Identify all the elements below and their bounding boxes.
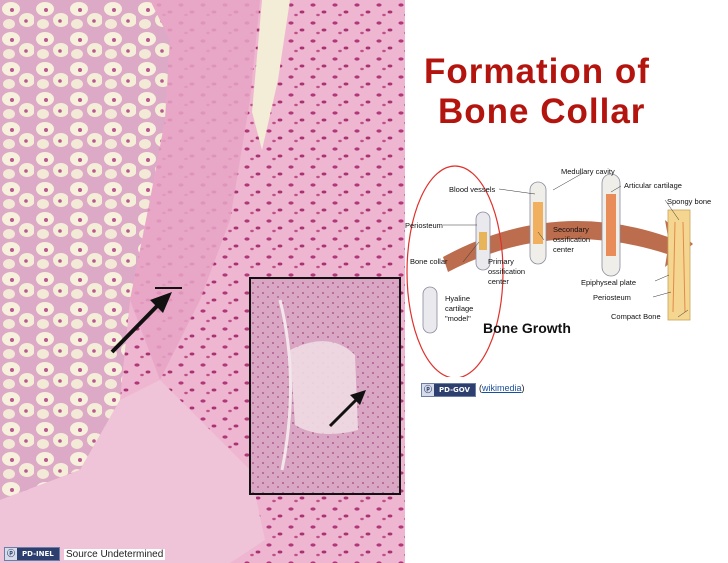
collar-band	[479, 232, 487, 250]
image-credit: (wikimedia)	[479, 383, 525, 393]
label-periosteum: Periosteum	[405, 221, 443, 230]
label-secondary-3: center	[553, 245, 574, 254]
label-bone-collar: Bone collar	[410, 257, 448, 266]
pd-inel-badge: ⓟ PD-INEL	[4, 547, 60, 561]
label-secondary-2: ossification	[553, 235, 590, 244]
label-primary-1: Primary	[488, 257, 514, 266]
hyaline-model-shape	[422, 286, 438, 334]
leader-lines	[443, 172, 689, 318]
label-blood-vessels: Blood vessels	[449, 185, 496, 194]
secondary-marrow	[533, 202, 543, 244]
label-compact: Compact Bone	[611, 312, 661, 321]
label-hyaline-3: "model"	[445, 314, 471, 323]
growth-arrow	[443, 220, 693, 272]
label-periosteum-2: Periosteum	[593, 293, 631, 302]
title-line-2: Bone Collar	[438, 92, 646, 131]
highlight-circle	[406, 165, 504, 377]
slide-title: Formation of Bone Collar	[424, 52, 704, 132]
public-domain-icon: ⓟ	[422, 384, 434, 396]
compact-bone-lines	[672, 221, 686, 313]
label-epiphyseal: Epiphyseal plate	[581, 278, 636, 287]
label-hyaline-2: cartilage	[445, 304, 473, 313]
label-spongy: Spongy bone	[667, 197, 711, 206]
medullary-marrow	[606, 194, 616, 256]
label-articular: Articular cartilage	[624, 181, 682, 190]
label-medullary: Medullary cavity	[561, 167, 615, 176]
public-domain-icon: ⓟ	[5, 548, 17, 560]
wikimedia-link[interactable]: wikimedia	[482, 383, 522, 393]
diagram-title: Bone Growth	[483, 320, 571, 336]
title-line-1: Formation of	[424, 52, 650, 91]
spongy-bone-section	[667, 209, 691, 321]
label-primary-2: ossification	[488, 267, 525, 276]
pd-gov-badge: ⓟ PD-GOV	[421, 383, 476, 397]
bone-growth-diagram: Medullary cavity Blood vessels Articular…	[405, 165, 711, 377]
label-primary-3: center	[488, 277, 509, 286]
label-secondary-1: Secondary	[553, 225, 589, 234]
histology-micrograph	[0, 0, 405, 563]
label-hyaline-1: Hyaline	[445, 294, 470, 303]
source-note: Source Undetermined	[64, 549, 166, 560]
